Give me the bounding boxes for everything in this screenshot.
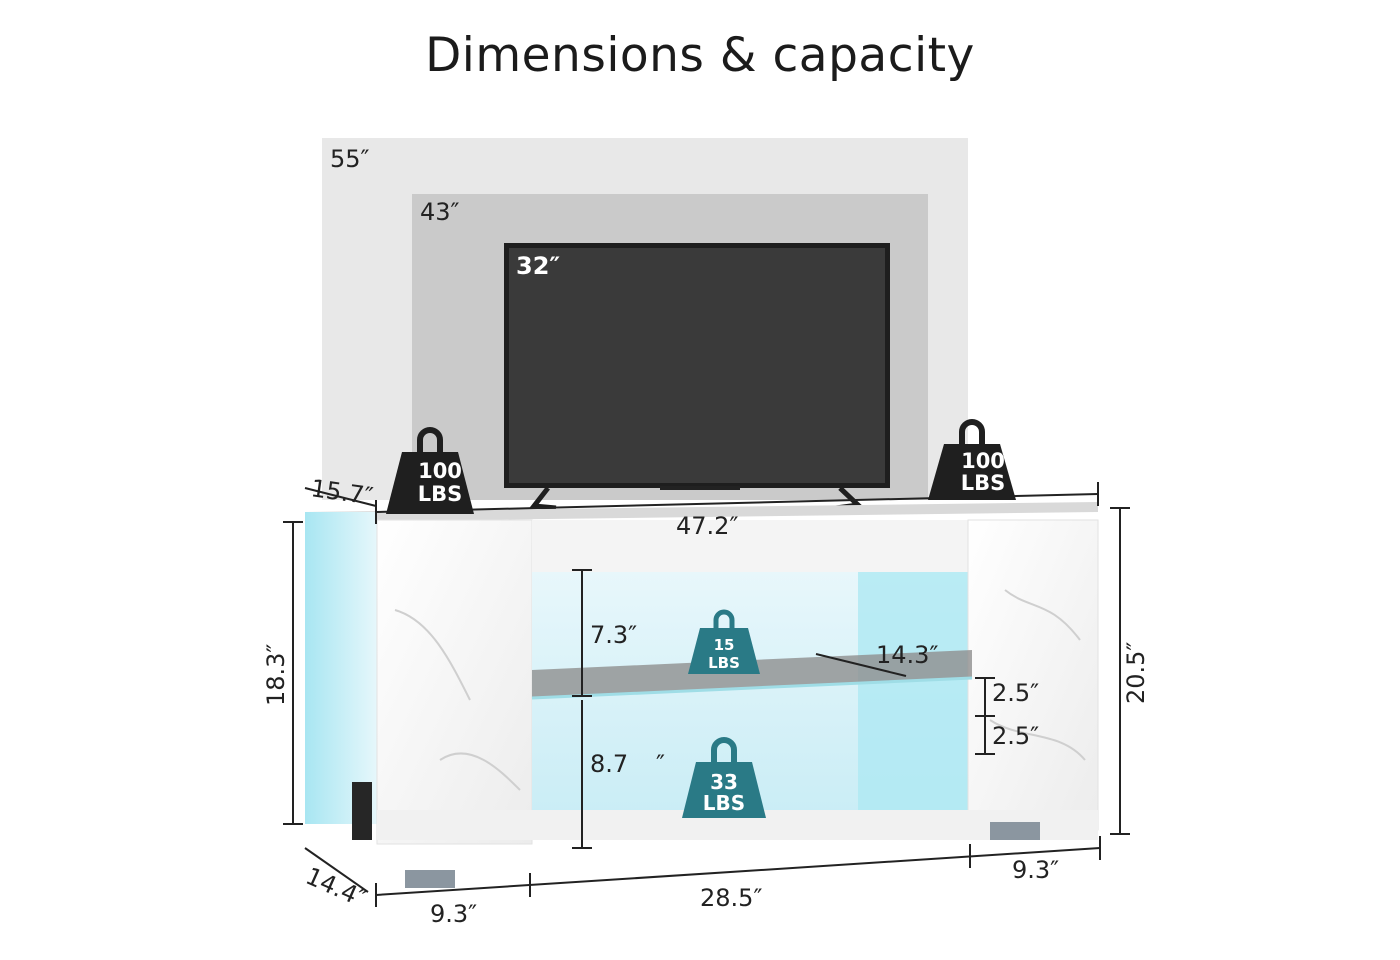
- dim-shelf-depth: 14.3″: [876, 641, 938, 669]
- dim-right-width: 9.3″: [1012, 856, 1059, 884]
- weight-shelf-unit: LBS: [708, 654, 740, 672]
- weight-badge-top-right: 100 LBS: [928, 419, 1016, 500]
- weight-bottom-value: 33: [710, 770, 738, 794]
- weight-top-left-value: 100: [418, 459, 462, 483]
- weight-badge-top-left: 100 LBS: [386, 427, 474, 514]
- dim-shelf-step-2: 2.5″: [992, 722, 1039, 750]
- weight-top-left-unit: LBS: [418, 482, 463, 506]
- weight-top-right-value: 100: [961, 449, 1005, 473]
- tv-size-55-label: 55″: [330, 145, 370, 173]
- weight-badge-bottom: 33 LBS: [682, 737, 766, 818]
- dim-total-width: 47.2″: [676, 512, 738, 540]
- dim-upper-gap: 7.3″: [590, 621, 637, 649]
- tv-stand: [305, 502, 1099, 888]
- weight-bottom-unit: LBS: [703, 791, 745, 815]
- page-title: Dimensions & capacity: [425, 28, 975, 83]
- dim-lower-gap: 8.7: [590, 750, 628, 778]
- dim-center-width: 28.5″: [700, 884, 762, 912]
- dim-inner-height: 18.3″: [262, 644, 290, 706]
- weight-shelf-value: 15: [714, 636, 735, 654]
- dim-shelf-step-1: 2.5″: [992, 679, 1039, 707]
- dim-left-width: 9.3″: [430, 900, 477, 928]
- tv-size-32-label: 32″: [516, 252, 560, 280]
- weight-badge-shelf: 15 LBS: [688, 609, 760, 674]
- dim-lower-gap-mark: ″: [656, 750, 665, 778]
- tv-size-43-label: 43″: [420, 198, 460, 226]
- dim-total-height: 20.5″: [1122, 642, 1150, 704]
- television: [504, 243, 890, 511]
- weight-top-right-unit: LBS: [961, 471, 1006, 495]
